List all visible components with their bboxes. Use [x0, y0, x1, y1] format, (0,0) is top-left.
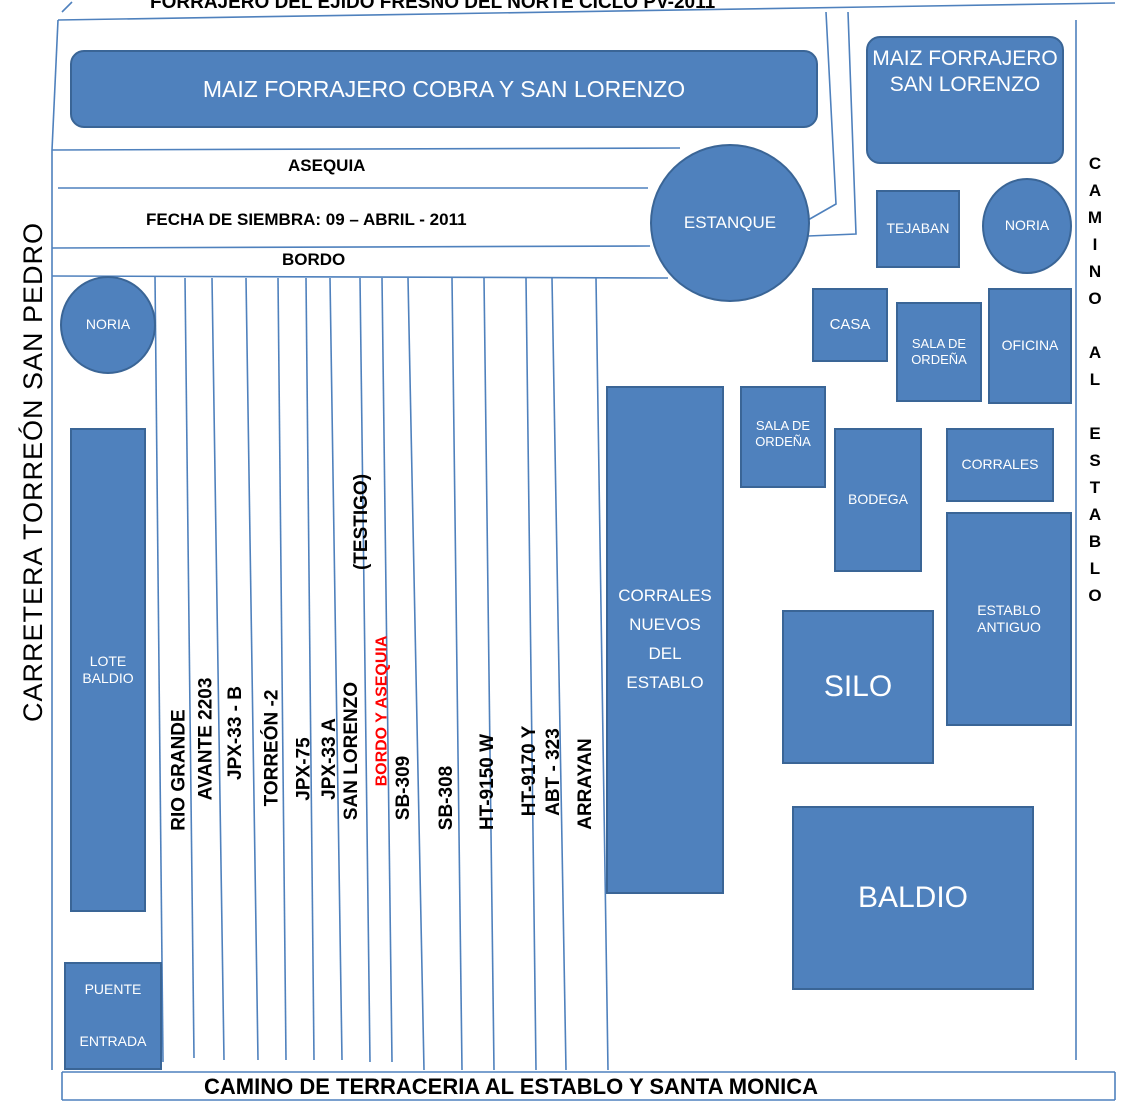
- lote-baldio-block: LOTE BALDIO: [70, 428, 146, 912]
- casa-block: CASA: [812, 288, 888, 362]
- bottom-road-label: CAMINO DE TERRACERIA AL ESTABLO Y SANTA …: [204, 1074, 818, 1099]
- variety-label: SAN LORENZO: [341, 681, 363, 821]
- oficina-block: OFICINA: [988, 288, 1072, 404]
- variety-label: HT-9170 Y: [519, 725, 541, 817]
- variety-label: ARRAYAN: [574, 738, 596, 830]
- variety-label: JPX-33 - B: [224, 686, 246, 780]
- noria-left-well: NORIA: [60, 276, 156, 374]
- bordo-label: BORDO: [282, 250, 346, 269]
- puente-label: PUENTE: [84, 981, 142, 998]
- maiz-cobra-field: MAIZ FORRAJERO COBRA Y SAN LORENZO: [70, 50, 818, 128]
- variety-label: HT-9150 W: [477, 733, 499, 831]
- variety-label: ABT - 323: [542, 728, 564, 816]
- variety-label: JPX-75: [293, 736, 315, 801]
- variety-label: (TESTIGO): [351, 473, 373, 571]
- variety-label: AVANTE 2203: [194, 677, 216, 800]
- left-road-label: CARRETERA TORREÓN SAN PEDRO: [18, 221, 48, 723]
- silo-block: SILO: [782, 610, 934, 764]
- variety-label: JPX-33 A: [318, 718, 340, 800]
- variety-label: BORDO Y ASEQUIA: [372, 635, 390, 786]
- variety-label: SB-308: [436, 765, 458, 831]
- asequia-label: ASEQUIA: [288, 156, 366, 175]
- sala-ordena-block-1: SALA DE ORDEÑA: [896, 302, 982, 402]
- puente-entrada-block: PUENTE ENTRADA: [64, 962, 162, 1070]
- maiz-san-lorenzo-field: MAIZ FORRAJERO SAN LORENZO: [866, 36, 1064, 164]
- estanque-pond: ESTANQUE: [650, 144, 810, 302]
- tejaban-block: TEJABAN: [876, 190, 960, 268]
- variety-label: RIO GRANDE: [168, 708, 190, 831]
- fecha-label: FECHA DE SIEMBRA: 09 – ABRIL - 2011: [146, 210, 467, 229]
- variety-label: SB-309: [393, 755, 415, 821]
- sala-ordena-block-2: SALA DE ORDEÑA: [740, 386, 826, 488]
- establo-antiguo-block: ESTABLO ANTIGUO: [946, 512, 1072, 726]
- noria-right-well: NORIA: [982, 178, 1072, 274]
- baldio-block: BALDIO: [792, 806, 1034, 990]
- variety-label: TORREÓN -2: [260, 689, 282, 806]
- entrada-label: ENTRADA: [79, 1033, 147, 1050]
- corrales-nuevos-block: CORRALES NUEVOS DEL ESTABLO: [606, 386, 724, 894]
- bodega-block: BODEGA: [834, 428, 922, 572]
- corrales-block: CORRALES: [946, 428, 1054, 502]
- map-title: FORRAJERO DEL EJIDO FRESNO DEL NORTE CIC…: [150, 0, 716, 13]
